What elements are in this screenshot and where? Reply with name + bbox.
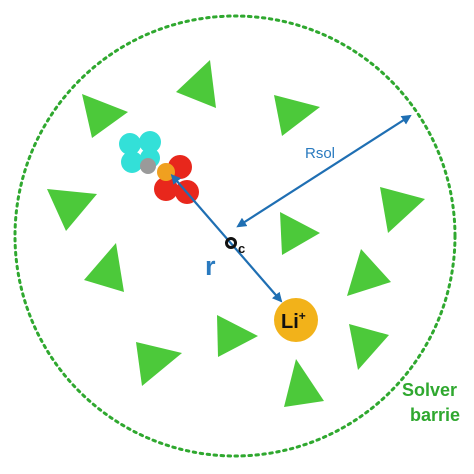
barrier-label-line2: barrie xyxy=(410,405,460,425)
solvent-triangle-icon xyxy=(347,249,391,296)
solvent-triangle-icon xyxy=(274,95,320,136)
li-ion-circle xyxy=(274,298,318,342)
barrier-label-line1: Solver xyxy=(402,380,457,400)
center-label: c xyxy=(238,241,245,256)
li-charge-text: + xyxy=(299,309,306,323)
solvent-triangle-icon xyxy=(280,212,320,255)
solvent-triangle-icon xyxy=(84,243,124,292)
fluorine-atom xyxy=(139,131,161,153)
solvent-triangle-icon xyxy=(349,324,389,370)
solvent-triangle-icon xyxy=(136,342,182,386)
r-sol-label: Rsol xyxy=(305,145,335,162)
carbon-atom xyxy=(140,158,156,174)
center-of-mass-dot xyxy=(225,237,237,249)
li-ion: Li+ xyxy=(274,298,318,342)
phosphorus-atom xyxy=(157,163,175,181)
solvent-triangle-icon xyxy=(217,315,258,357)
solvent-triangle-icon xyxy=(380,187,425,233)
solvation-barrier-circle xyxy=(13,14,457,458)
li-base-text: Li xyxy=(281,311,299,333)
solvent-molecules xyxy=(47,60,425,407)
solvent-triangle-icon xyxy=(82,94,128,138)
li-ion-label: Li+ xyxy=(281,309,306,333)
fluorine-atom xyxy=(121,151,143,173)
solvent-triangle-icon xyxy=(47,189,97,231)
r-label: r xyxy=(205,251,216,281)
solvent-triangle-icon xyxy=(176,60,216,108)
fluorine-atom xyxy=(119,133,141,155)
solvent-triangle-icon xyxy=(284,359,324,407)
